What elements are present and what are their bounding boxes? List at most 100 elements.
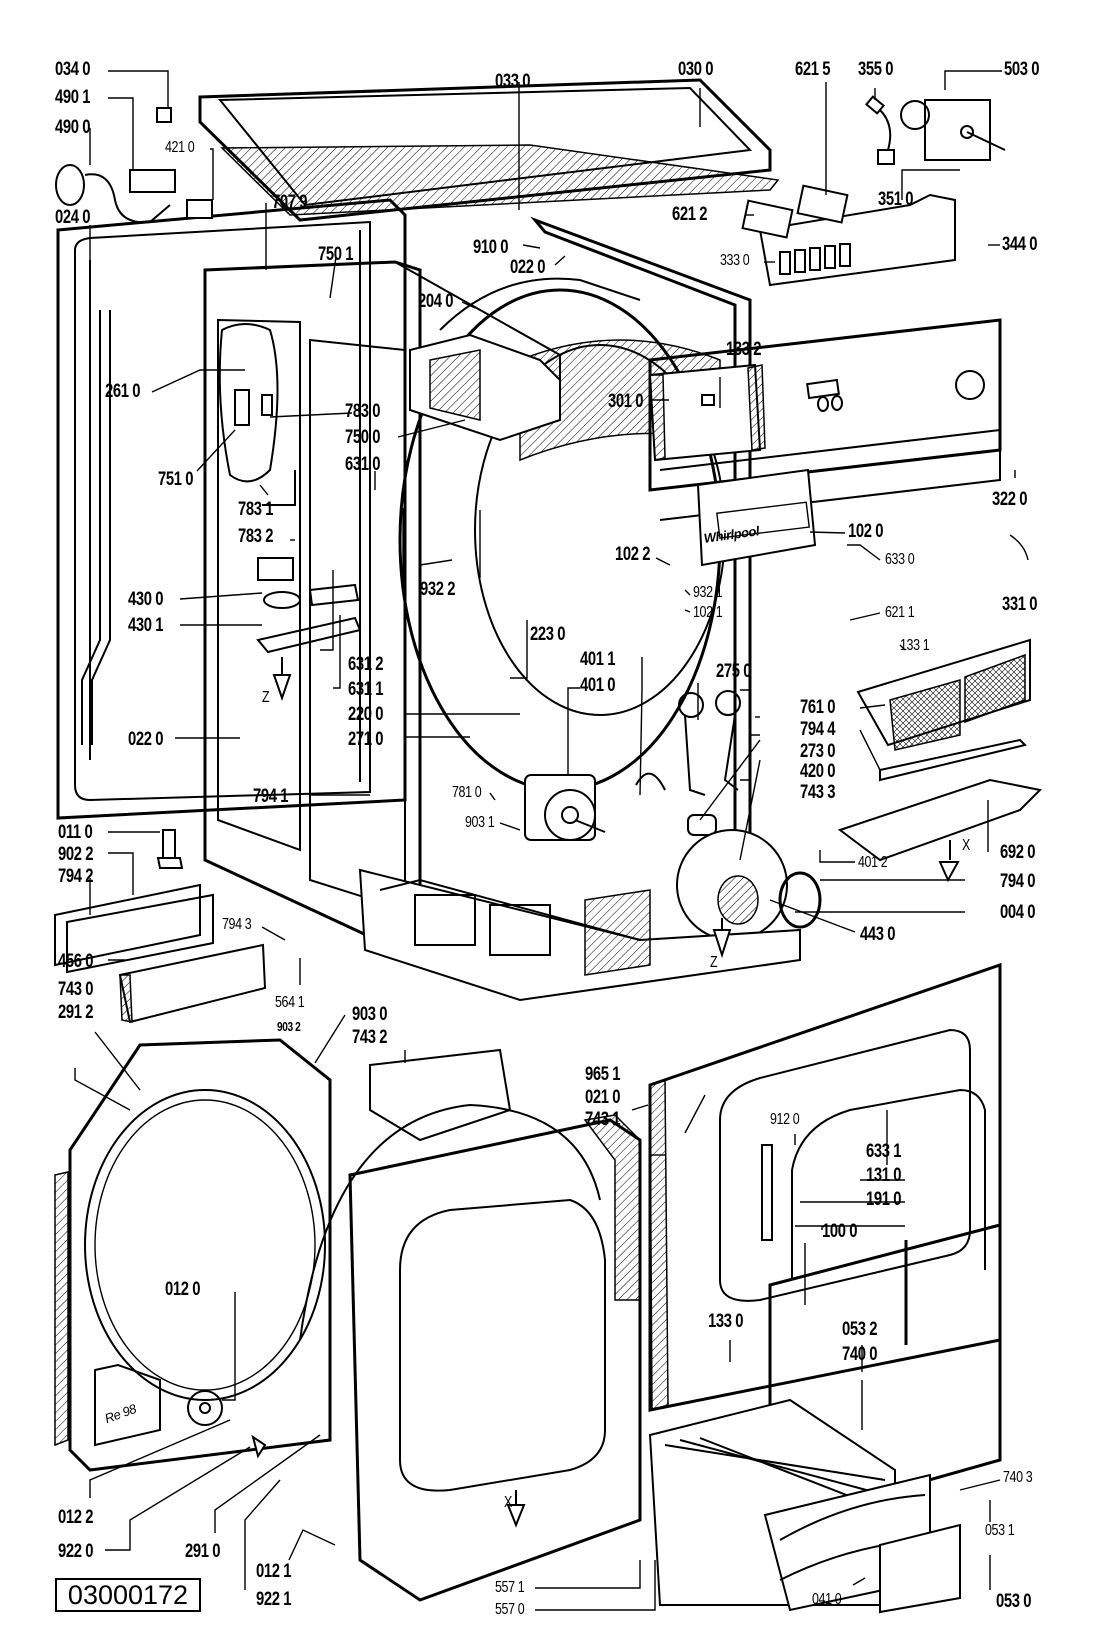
drum-roller-012-0 [187,1390,223,1426]
part-label: 430 0 [128,589,164,610]
timer-module [900,99,1006,161]
part-label: 012 0 [165,1279,201,1300]
part-label: 631 1 [348,679,384,700]
part-label: 621 5 [795,59,831,80]
direction-marker: X [962,837,970,854]
part-label: 443 0 [860,924,896,945]
part-label: 053 0 [996,1591,1032,1612]
part-label: 631 0 [345,454,381,475]
part-label: 355 0 [858,59,894,80]
pcb-621-5 [796,184,849,224]
part-label: 781 0 [452,784,482,801]
heater-plate-902-2 [54,883,214,974]
clip-034-0 [156,107,172,123]
part-label: 191 0 [866,1189,902,1210]
part-label: 633 0 [885,551,915,568]
heater-duct [369,1048,512,1142]
arrow-x-bearing [506,1490,526,1528]
part-label: 794 1 [253,786,289,807]
part-label: 102 0 [848,521,884,542]
direction-marker: Z [710,954,718,971]
part-label: 401 1 [580,649,616,670]
part-label: 331 0 [1002,594,1038,615]
part-label: 133 2 [726,339,762,360]
part-label: 707 9 [272,192,308,213]
part-label: 783 0 [345,401,381,422]
part-label: 223 0 [530,624,566,645]
air-duct-base [358,868,801,1002]
part-label: 022 0 [128,729,164,750]
part-label: 557 1 [495,1579,525,1596]
part-label: 012 1 [256,1561,292,1582]
part-label: 490 0 [55,117,91,138]
control-panel [648,318,1002,521]
part-label: 261 0 [105,381,141,402]
part-label: 633 1 [866,1141,902,1162]
arrow-z-left [272,657,292,702]
part-label: 557 0 [495,1601,525,1618]
part-label: 275 0 [716,661,752,682]
filter-490-1 [129,169,176,193]
part-label: 740 0 [842,1344,878,1365]
part-label: 631 2 [348,654,384,675]
fan-housing [676,829,788,941]
part-label: 456 0 [58,951,94,972]
sensor-355-0 [865,95,895,165]
part-label: 012 2 [58,1507,94,1528]
water-pump-430-0 [256,470,362,654]
bracket-273-0 [740,689,760,781]
document-id-box: 03000172 [55,1578,201,1612]
part-label: 021 0 [585,1087,621,1108]
leader-lines [74,70,1029,1611]
part-label: 024 0 [55,207,91,228]
tensioner-273-0 [678,690,741,796]
part-label: 301 0 [608,391,644,412]
part-label: 034 0 [55,59,91,80]
part-label: 344 0 [1002,234,1038,255]
part-label: 430 1 [128,615,164,636]
part-label: 102 2 [615,544,651,565]
arrow-z-duct [712,918,732,959]
part-label: 291 0 [185,1541,221,1562]
part-label: 621 1 [885,604,915,621]
cutaway-section [218,323,279,483]
part-label: 743 1 [585,1109,621,1130]
motor-401-0 [524,774,606,841]
filter-gasket-794-4 [879,738,1027,782]
direction-marker: X [504,1494,512,1511]
part-label: 761 0 [800,697,836,718]
part-label: 053 1 [985,1522,1015,1539]
control-bracket [648,363,766,462]
part-label: 794 0 [1000,871,1036,892]
part-label: 912 0 [770,1111,800,1128]
part-label: 503 0 [1004,59,1040,80]
part-label: 053 2 [842,1319,878,1340]
arrow-x-filter [938,840,960,883]
part-label: 743 3 [800,782,836,803]
lint-filter [856,638,1031,751]
part-label: 922 0 [58,1541,94,1562]
bolt-011-0 [156,829,184,869]
part-label: 743 0 [58,979,94,1000]
part-label: 271 0 [348,729,384,750]
part-label: 903 2 [277,1019,301,1034]
part-label: 692 0 [1000,842,1036,863]
part-label: 133 0 [708,1311,744,1332]
part-label: 794 3 [222,916,252,933]
top-cover [198,78,780,222]
part-label: 420 0 [800,761,836,782]
part-label: 351 0 [878,189,914,210]
part-label: 932 2 [420,579,456,600]
part-label: 750 1 [318,244,354,265]
part-label: 621 2 [672,204,708,225]
part-label: 022 0 [510,257,546,278]
part-label: 131 0 [866,1165,902,1186]
part-label: 783 2 [238,526,274,547]
front-bearing-housing [299,1103,642,1602]
front-trim [409,333,561,442]
part-label: 783 1 [238,499,274,520]
part-label: 490 1 [55,87,91,108]
part-label: 965 1 [585,1064,621,1085]
part-label: 401 0 [580,675,616,696]
